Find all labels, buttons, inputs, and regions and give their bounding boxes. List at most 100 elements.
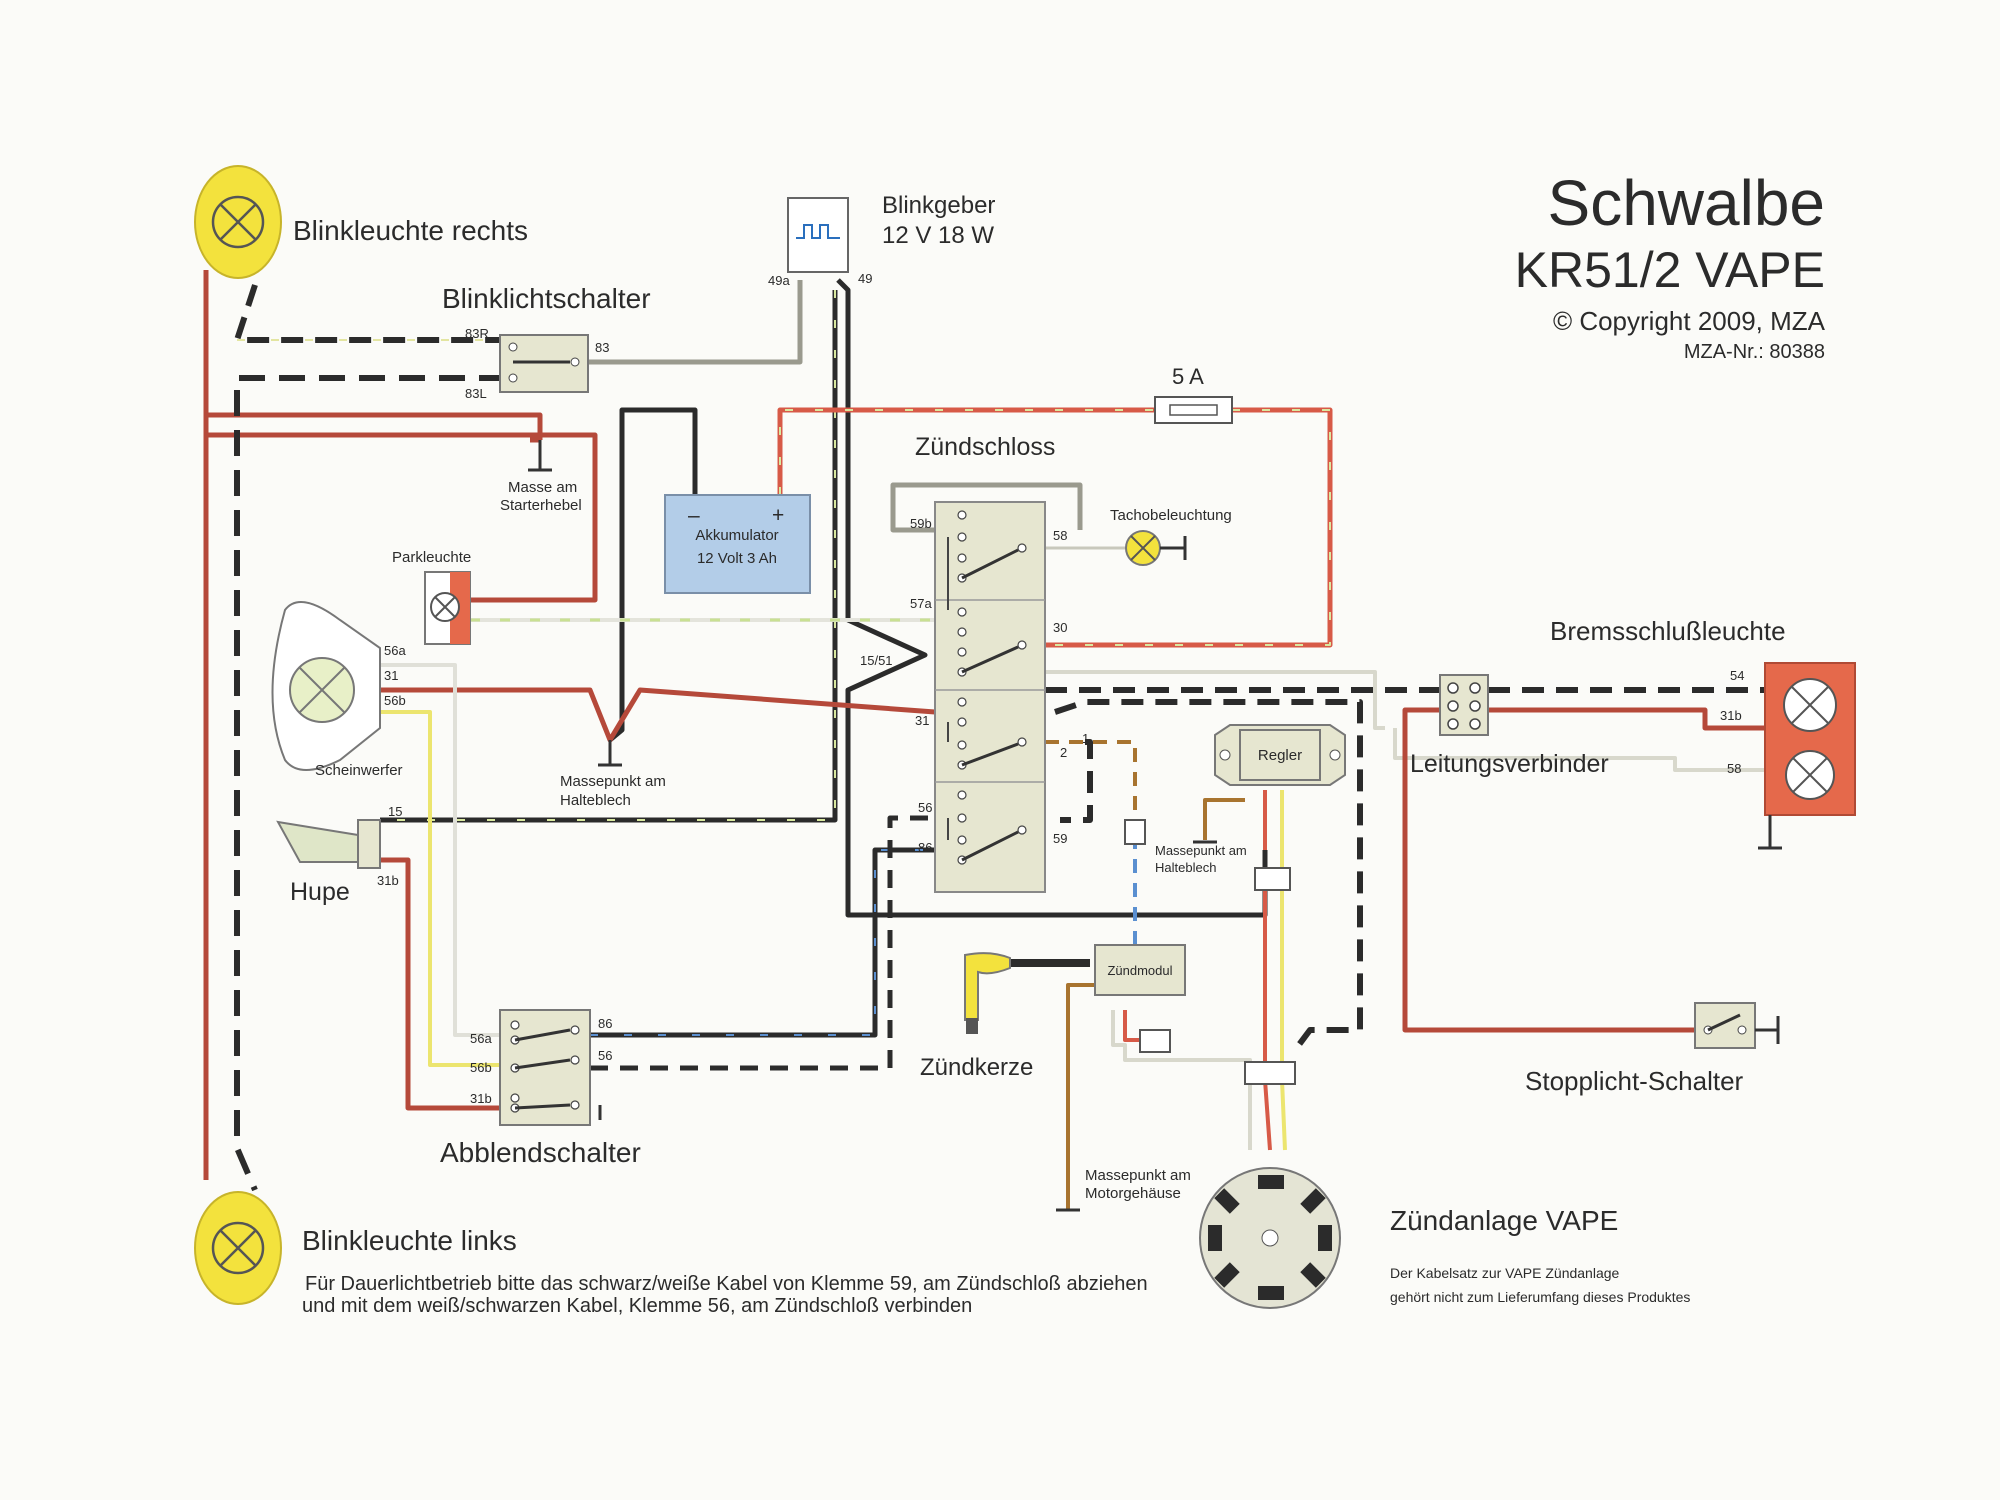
note-dauerlicht-2: und mit dem weiß/schwarzen Kabel, Klemme… <box>302 1295 972 1317</box>
blinker-right: Blinkleuchte rechts <box>194 165 528 279</box>
label-masse-starter-2: Starterhebel <box>500 497 582 514</box>
spark-plug-icon <box>964 952 1011 1021</box>
fuse-5a: 5 A <box>1154 364 1233 424</box>
plug-connectors <box>1124 819 1296 1085</box>
wire-white-58-brems <box>1393 728 1765 772</box>
pin-15-hupe: 15 <box>388 804 402 819</box>
wire-green-stripe-plus <box>779 409 1155 495</box>
wire-red-31b-brems <box>1488 707 1765 731</box>
label-masse-starter-1: Masse am <box>508 479 577 496</box>
title-number: MZA-Nr.: 80388 <box>1684 341 1825 363</box>
pin-58-brems: 58 <box>1727 761 1741 776</box>
stopplicht-schalter: Stopplicht-Schalter <box>1525 1002 1780 1096</box>
ground-icon <box>1758 815 1782 850</box>
ground-icon <box>1160 536 1187 560</box>
wire-blue-stripe-86 <box>590 849 935 1036</box>
dauerlicht-note: Für Dauerlichtbetrieb bitte das schwarz/… <box>302 1273 1148 1317</box>
wire-brown-regler-mass <box>1203 798 1245 840</box>
label-regler: Regler <box>1258 747 1302 764</box>
label-masse-regler-1: Massepunkt am <box>1155 843 1247 858</box>
label-masse-motor-2: Motorgehäuse <box>1085 1185 1181 1202</box>
wire-black-battery-minus <box>608 407 698 742</box>
pin-56b-abbl: 56b <box>470 1060 492 1075</box>
pin-54: 54 <box>1730 668 1744 683</box>
connector-2 <box>1139 1029 1171 1053</box>
label-scheinwerfer: Scheinwerfer <box>315 762 403 779</box>
pin-56-zuend: 56 <box>918 800 932 815</box>
label-stopplicht: Stopplicht-Schalter <box>1525 1066 1744 1096</box>
masse-halteblech: Massepunkt am Halteblech <box>560 740 666 809</box>
tachobeleuchtung: Tachobeleuchtung <box>1110 507 1232 566</box>
regler: Regler Massepunkt am Halteblech <box>1155 724 1346 875</box>
pin-83: 83 <box>595 340 609 355</box>
wire-white-ignition-to-verbinder <box>1045 670 1385 730</box>
label-masse-motor-1: Massepunkt am <box>1085 1167 1191 1184</box>
connector-1 <box>1124 819 1146 845</box>
wire-black-dashed-blinker-left <box>234 284 505 343</box>
title-copyright: © Copyright 2009, MZA <box>1553 306 1826 336</box>
label-abblendschalter: Abblendschalter <box>440 1137 641 1168</box>
zuendkerze: Zündkerze <box>920 952 1033 1081</box>
title-main: Schwalbe <box>1548 167 1826 239</box>
wire-red-scheinwerfer-31 <box>380 687 936 743</box>
pin-31b-abbl: 31b <box>470 1091 492 1106</box>
wire-red-stopplicht <box>1402 707 1700 1033</box>
wire-red-31b-hupe <box>380 857 505 1111</box>
label-bremsschluss: Bremsschlußleuchte <box>1550 616 1786 646</box>
akku-plus: + <box>772 504 784 527</box>
connector-3 <box>1254 867 1291 891</box>
wire-brown-yellow-2 <box>1045 740 1137 820</box>
pin-59-zuend: 59 <box>1053 831 1067 846</box>
pin-86-zuend: 86 <box>918 840 932 855</box>
zuendschloss: Zündschloss 59b 58 57a 30 15/51 31 1 2 5… <box>860 433 1089 893</box>
zuendanlage-vape: Zündanlage VAPE Der Kabelsatz zur VAPE Z… <box>1199 1167 1690 1309</box>
label-akku-2: 12 Volt 3 Ah <box>697 550 777 567</box>
scheinwerfer: Scheinwerfer 56a 31 56b <box>271 601 406 779</box>
pin-56a-abbl: 56a <box>470 1031 492 1046</box>
pin-31-zuend: 31 <box>915 713 929 728</box>
akku-minus: – <box>688 504 700 527</box>
wire-black-dashed-83L <box>234 375 505 1192</box>
label-zuendmodul: Zündmodul <box>1107 963 1172 978</box>
wire-black-49 <box>836 278 1268 918</box>
pin-56a-schein: 56a <box>384 643 406 658</box>
leitungsverbinder: Leitungsverbinder <box>1410 674 1609 778</box>
pin-57a: 57a <box>910 596 932 611</box>
blinkgeber: Blinkgeber 12 V 18 W 49a 49 <box>768 192 995 288</box>
pin-31b-hupe: 31b <box>377 873 399 888</box>
label-blinker-right: Blinkleuchte rechts <box>293 215 528 246</box>
wire-green-stripe-fuse <box>1045 409 1331 646</box>
wire-white-56a <box>380 663 505 1037</box>
wire-white-zuendmodul <box>1111 1010 1252 1080</box>
abblendschalter: Abblendschalter 56a 56b 31b 86 56 <box>440 1009 641 1168</box>
ground-icon <box>1755 1016 1780 1044</box>
pin-58: 58 <box>1053 528 1067 543</box>
parkleuchte: Parkleuchte <box>392 549 471 645</box>
ground-icon <box>528 440 552 472</box>
wire-red-masse <box>206 432 598 603</box>
title-block: Schwalbe KR51/2 VAPE © Copyright 2009, M… <box>1515 167 1826 363</box>
label-zuendkerze: Zündkerze <box>920 1054 1033 1081</box>
masse-motorgehaeuse: Massepunkt am Motorgehäuse <box>1056 1167 1191 1212</box>
pin-56b-schein: 56b <box>384 693 406 708</box>
bremsschlussleuchte: Bremsschlußleuchte 54 31b 58 <box>1550 616 1856 850</box>
akkumulator: – + Akkumulator 12 Volt 3 Ah <box>664 494 811 594</box>
label-fuse: 5 A <box>1172 364 1204 389</box>
label-akku-1: Akkumulator <box>695 527 778 544</box>
wire-grey-zuendschloss-loop <box>890 482 1083 533</box>
label-blinker-left: Blinkleuchte links <box>302 1225 517 1256</box>
blinker-left: Blinkleuchte links <box>194 1191 517 1305</box>
wire-yellow-regler <box>1280 790 1287 1151</box>
wire-black-1 <box>1060 739 1093 823</box>
pin-56-abbl: 56 <box>598 1048 612 1063</box>
pin-31b-brems: 31b <box>1720 708 1742 723</box>
label-zuendanlage: Zündanlage VAPE <box>1390 1205 1618 1236</box>
note-vape-1: Der Kabelsatz zur VAPE Zündanlage <box>1390 1265 1620 1281</box>
blinklichtschalter: Blinklichtschalter 83R 83L 83 <box>442 283 651 401</box>
pin-15-51: 15/51 <box>860 653 893 668</box>
label-zuendschloss: Zündschloss <box>915 433 1055 461</box>
zuendmodul: Zündmodul <box>1094 944 1186 996</box>
label-blinkgeber-2: 12 V 18 W <box>882 222 994 249</box>
pin-83R: 83R <box>465 326 489 341</box>
label-parkleuchte: Parkleuchte <box>392 549 471 566</box>
